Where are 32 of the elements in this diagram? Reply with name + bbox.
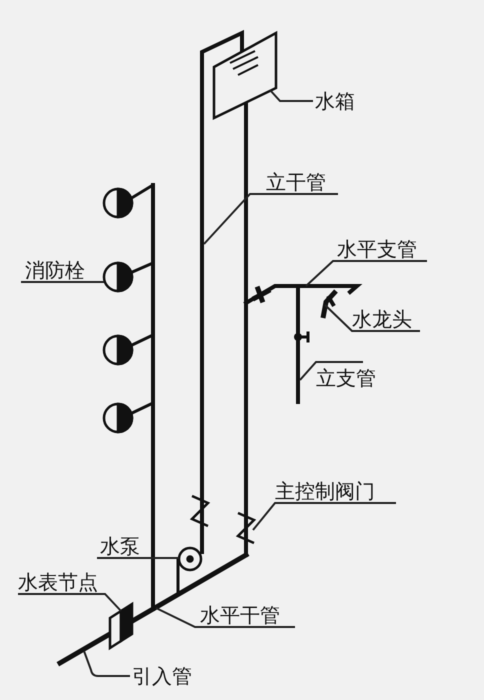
fire-hydrant <box>102 334 134 366</box>
part-label: 水平干管 <box>200 603 280 627</box>
leader-line <box>156 607 295 628</box>
part-label: 水箱 <box>315 89 355 113</box>
leader-line <box>269 89 313 102</box>
fire-hydrant <box>102 262 134 292</box>
leader-line <box>203 193 338 245</box>
valve <box>190 494 210 528</box>
part-label: 主控制阀门 <box>275 479 375 503</box>
part-label: 水表节点 <box>18 570 98 594</box>
valve <box>236 512 256 544</box>
fire-hydrant <box>102 402 134 434</box>
part-label: 消防栓 <box>25 258 85 282</box>
fire-hydrant <box>102 188 134 218</box>
part-label: 水平支管 <box>337 237 417 261</box>
part-label: 立支管 <box>316 366 376 390</box>
leader-line <box>83 650 130 677</box>
leader-line <box>21 281 104 283</box>
leader-line <box>305 260 427 287</box>
water-pump <box>178 546 202 572</box>
leader-line <box>18 593 122 612</box>
leader-line <box>324 304 420 332</box>
part-label: 水泵 <box>100 534 140 558</box>
leader-line <box>299 361 363 381</box>
water-tank <box>212 30 278 120</box>
part-label: 立干管 <box>266 170 326 194</box>
leader-line <box>252 502 396 531</box>
faucet <box>320 289 338 318</box>
part-label: 水龙头 <box>352 307 412 331</box>
leader-line <box>97 557 179 559</box>
part-label: 引入管 <box>132 664 192 688</box>
water-meter <box>108 602 134 650</box>
